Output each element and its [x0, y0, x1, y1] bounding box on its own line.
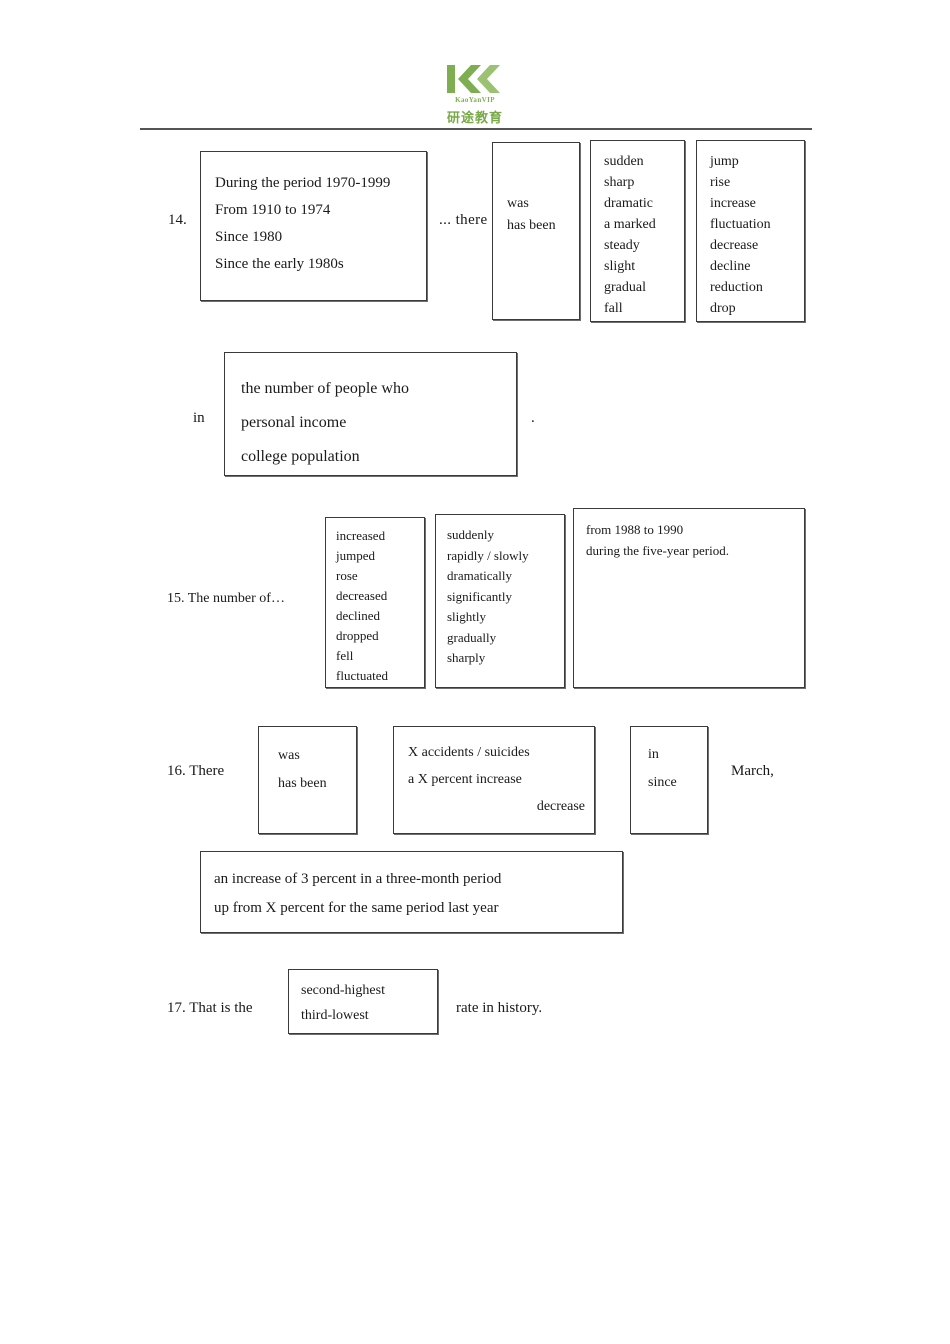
list-item: during the five-year period. — [586, 543, 729, 558]
list-item: a X percent increase — [408, 772, 522, 787]
verb-list: was has been — [259, 727, 356, 798]
list-item: fell — [336, 648, 354, 663]
adjective-list: sudden sharp dramatic a marked steady sl… — [591, 141, 684, 319]
list-item: personal income — [241, 414, 347, 431]
list-item: rise — [710, 175, 731, 190]
list-item: suddenly — [447, 527, 494, 542]
list-item: was — [278, 748, 300, 763]
list-item: from 1988 to 1990 — [586, 522, 684, 537]
list-item: fluctuated — [336, 668, 388, 683]
in-preposition-label: in — [193, 410, 205, 426]
list-item: third-lowest — [301, 1008, 369, 1023]
list-item: has been — [507, 218, 556, 233]
item-14-noun-box: jump rise increase fluctuation decrease … — [696, 140, 805, 322]
header-divider — [140, 128, 812, 130]
list-item: gradual — [604, 280, 646, 295]
item-14-verb-box: was has been — [492, 142, 580, 320]
list-item: sharply — [447, 650, 486, 665]
list-item: rose — [336, 568, 358, 583]
item-14-connector-there: ... there — [439, 212, 488, 228]
list-item: was — [507, 196, 529, 211]
list-item: decrease — [710, 238, 759, 253]
option-list: second-highest third-lowest — [289, 970, 437, 1028]
list-item: fluctuation — [710, 217, 771, 232]
logo-latin-text: KaoYanVIP — [455, 96, 495, 104]
list-item: sharp — [604, 175, 635, 190]
subject-list: X accidents / suicides a X percent incre… — [394, 727, 594, 820]
list-item: decline — [710, 259, 751, 274]
item-14-number: 14. — [168, 212, 187, 228]
list-item: increase — [710, 196, 756, 211]
list-item: declined — [336, 608, 381, 623]
subject-list: the number of people who personal income… — [225, 353, 516, 474]
list-item: up from X percent for the same period la… — [214, 900, 499, 916]
list-item: Since 1980 — [215, 229, 283, 245]
verb-list: was has been — [493, 143, 579, 237]
list-item: has been — [278, 776, 327, 791]
item-16-detail-box: an increase of 3 percent in a three-mont… — [200, 851, 623, 933]
list-item: sudden — [604, 154, 644, 169]
noun-list: jump rise increase fluctuation decrease … — [697, 141, 804, 319]
list-item: slightly — [447, 609, 487, 624]
list-item: During the period 1970-1999 — [215, 175, 391, 191]
list-item: dramatically — [447, 568, 512, 583]
list-item: jumped — [336, 548, 375, 563]
verb-list: increased jumped rose decreased declined… — [326, 518, 424, 686]
list-item: rapidly / slowly — [447, 547, 529, 563]
item-15-verb-box: increased jumped rose decreased declined… — [325, 517, 425, 688]
list-item: jump — [710, 154, 739, 169]
item-17-label: 17. That is the — [167, 1000, 253, 1016]
adverb-list: suddenly rapidly / slowly dramatically s… — [436, 515, 564, 669]
logo-chinese-text: 研途教育 — [446, 111, 503, 126]
list-item: the number of people who — [241, 380, 409, 397]
list-item: decreased — [336, 588, 388, 603]
item-15-adverb-box: suddenly rapidly / slowly dramatically s… — [435, 514, 565, 688]
list-item: dramatic — [604, 196, 653, 211]
list-item: drop — [710, 301, 736, 316]
item-17-option-box: second-highest third-lowest — [288, 969, 438, 1034]
list-item: steady — [604, 238, 640, 253]
item-16-trailing-text: March, — [731, 763, 774, 779]
item-16-subject-box: X accidents / suicides a X percent incre… — [393, 726, 595, 834]
list-item: significantly — [447, 588, 512, 604]
in-subject-box: the number of people who personal income… — [224, 352, 517, 476]
list-item: gradually — [447, 629, 497, 645]
list-item: fall — [604, 301, 623, 316]
list-item: X accidents / suicides — [408, 745, 530, 760]
item-16-preposition-box: in since — [630, 726, 708, 834]
list-item: reduction — [710, 280, 763, 295]
list-item: decrease — [536, 799, 585, 814]
list-item: Since the early 1980s — [215, 256, 344, 272]
list-item: since — [648, 775, 677, 790]
list-item: dropped — [336, 628, 379, 643]
item-16-label: 16. There — [167, 763, 225, 779]
detail-list: an increase of 3 percent in a three-mont… — [201, 852, 622, 923]
list-item: a marked — [604, 217, 656, 232]
item-15-time-phrase-box: from 1988 to 1990 during the five-year p… — [573, 508, 805, 688]
item-17-trailing-text: rate in history. — [456, 1000, 543, 1016]
site-logo: KaoYanVIP 研途教育 — [0, 62, 950, 126]
in-row-period: . — [531, 410, 535, 426]
item-14-time-expression-box: During the period 1970-1999 From 1910 to… — [200, 151, 427, 301]
preposition-list: in since — [631, 727, 707, 797]
list-item: in — [648, 747, 659, 762]
list-item: an increase of 3 percent in a three-mont… — [214, 871, 502, 887]
list-item: college population — [241, 448, 360, 465]
list-item: slight — [604, 259, 636, 274]
item-15-label: 15. The number of… — [167, 591, 285, 606]
kaoyanvip-logo-icon — [447, 65, 500, 93]
list-item: increased — [336, 528, 386, 543]
time-expression-list: During the period 1970-1999 From 1910 to… — [201, 152, 426, 278]
time-phrase-list: from 1988 to 1990 during the five-year p… — [574, 509, 804, 561]
list-item: From 1910 to 1974 — [215, 202, 331, 218]
list-item: second-highest — [301, 983, 385, 998]
item-16-verb-box: was has been — [258, 726, 357, 834]
item-14-adjective-box: sudden sharp dramatic a marked steady sl… — [590, 140, 685, 322]
